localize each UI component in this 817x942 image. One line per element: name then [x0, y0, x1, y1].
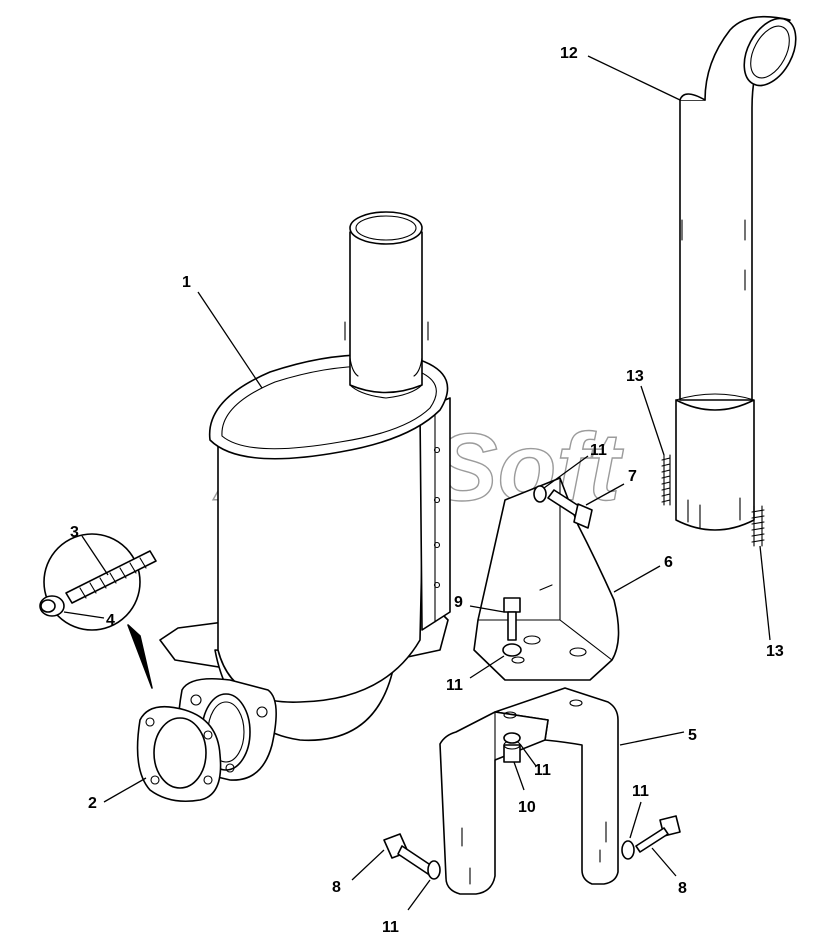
callout-11-middle-left: 11 [446, 677, 463, 694]
callout-7: 7 [628, 468, 637, 485]
callout-9: 9 [454, 594, 463, 611]
callout-1: 1 [182, 274, 191, 291]
callout-6: 6 [664, 554, 673, 571]
callout-11-bottom: 11 [382, 919, 399, 936]
bolt-part-8-right [635, 815, 681, 853]
callout-4: 4 [106, 612, 115, 629]
callout-2: 2 [88, 795, 97, 812]
callout-10: 10 [518, 799, 536, 816]
callout-13-bottom: 13 [766, 643, 784, 660]
bolt-part-8-left [383, 833, 433, 875]
spring-part-13-left [661, 454, 671, 506]
washer-part-11 [427, 485, 635, 880]
callout-13-top: 13 [626, 368, 644, 385]
callout-8-left: 8 [332, 879, 341, 896]
stud-and-nut-detail-view [39, 533, 157, 689]
muffler-part-1 [159, 211, 451, 781]
bolt-part-7 [547, 489, 593, 529]
callout-5: 5 [688, 727, 697, 744]
callout-12: 12 [560, 45, 578, 62]
gasket-part-2 [136, 705, 222, 803]
callout-11-top: 11 [590, 442, 607, 459]
callout-8-right: 8 [678, 880, 687, 897]
callout-3: 3 [70, 524, 79, 541]
bracket-part-5 [439, 687, 619, 895]
tailpipe-part-12 [675, 15, 797, 531]
leader-lines [63, 55, 771, 911]
bolt-part-9 [503, 597, 521, 641]
callout-11-middle: 11 [534, 762, 551, 779]
spring-part-13-right [751, 505, 765, 547]
callout-11-right: 11 [632, 783, 649, 800]
